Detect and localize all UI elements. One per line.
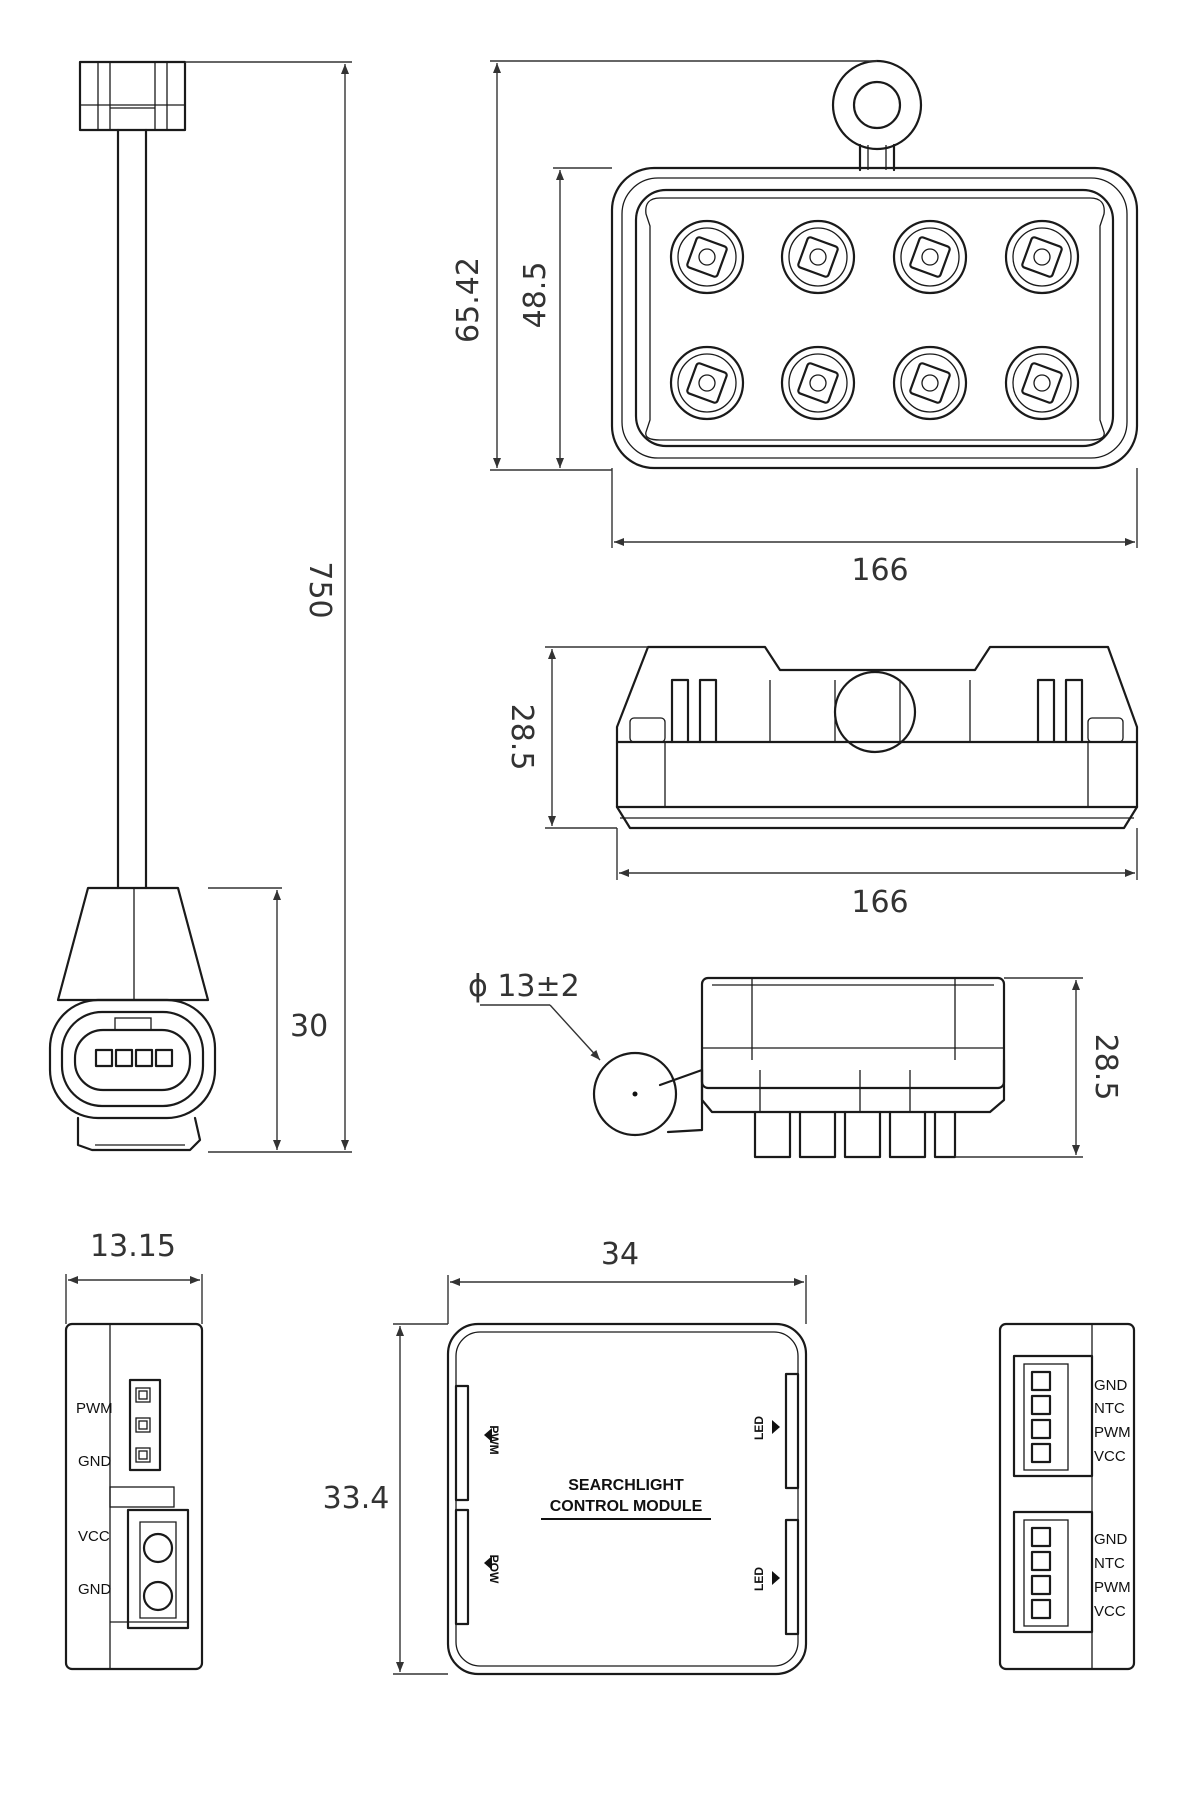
dim-module-width: 34	[601, 1237, 639, 1272]
cable-assembly-view: 750 30	[48, 60, 352, 1153]
right-lower-pin-vcc: VCC	[1094, 1603, 1126, 1620]
dim-module-height: 33.4	[323, 1481, 390, 1516]
dim-end-depth: 28.5	[1088, 1034, 1123, 1101]
lamp-front-view: 65.42 48.5 166	[451, 59, 1139, 588]
right-lower-pin-gnd: GND	[1094, 1531, 1128, 1548]
right-upper-pin-ntc: NTC	[1094, 1400, 1125, 1417]
left-pin-gnd-bottom: GND	[78, 1581, 112, 1598]
dim-cable-length: 750	[302, 561, 337, 618]
left-pin-gnd-top: GND	[78, 1453, 112, 1470]
port-label-pwm: PWM	[487, 1425, 501, 1454]
module-title-line1: SEARCHLIGHT	[568, 1477, 684, 1494]
dim-module-side-width: 13.15	[90, 1229, 176, 1264]
dim-housing-height: 48.5	[518, 262, 553, 329]
module-top-view: PWM POW LED LED SEARCHLIGHT CONTROL MODU…	[323, 1237, 808, 1676]
right-upper-pin-vcc: VCC	[1094, 1448, 1126, 1465]
dim-side-width: 166	[851, 885, 908, 920]
right-upper-pin-gnd: GND	[1094, 1377, 1128, 1394]
right-upper-pin-pwm: PWM	[1094, 1424, 1131, 1441]
module-right-side-view: GND NTC PWM VCC GND NTC PWM VCC	[998, 1322, 1136, 1671]
port-label-led-bottom: LED	[752, 1567, 766, 1591]
module-title-line2: CONTROL MODULE	[550, 1498, 703, 1515]
right-lower-pin-pwm: PWM	[1094, 1579, 1131, 1596]
dim-cable-diameter: ϕ 13±2	[468, 969, 580, 1004]
left-pin-vcc: VCC	[78, 1528, 110, 1545]
module-left-side-view: PWM GND VCC GND 13.15	[64, 1229, 204, 1671]
dim-side-depth: 28.5	[504, 704, 539, 771]
port-label-pow: POW	[487, 1555, 501, 1584]
dim-connector-height: 30	[290, 1009, 328, 1044]
dim-overall-height: 65.42	[451, 257, 486, 343]
lamp-side-view: 28.5 166	[504, 645, 1139, 920]
dim-front-width: 166	[851, 553, 908, 588]
lamp-end-view: ϕ 13±2 28.5	[468, 969, 1123, 1159]
left-pin-pwm: PWM	[76, 1400, 113, 1417]
right-lower-pin-ntc: NTC	[1094, 1555, 1125, 1572]
port-label-led-top: LED	[752, 1416, 766, 1440]
